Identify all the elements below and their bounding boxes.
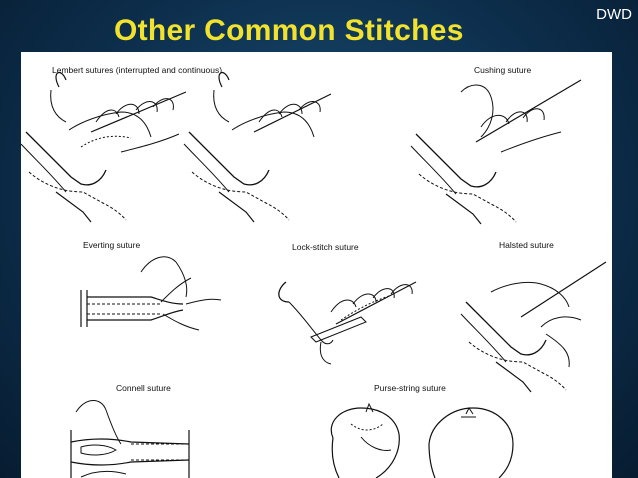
halsted-illustration (460, 261, 607, 393)
suture-illustrations (21, 71, 607, 478)
label-lock-stitch: Lock-stitch suture (292, 242, 359, 252)
label-connell: Connell suture (116, 383, 171, 393)
lock-stitch-illustration (278, 281, 417, 365)
purse-string-illustration (330, 402, 514, 478)
label-cushing: Cushing suture (474, 65, 532, 75)
cushing-illustration (410, 79, 582, 225)
label-lembert: Lembert sutures (interrupted and continu… (52, 65, 223, 75)
lembert-continuous-illustration (183, 71, 332, 223)
author-tag: DWD (596, 6, 632, 23)
label-purse-string: Purse-string suture (374, 383, 446, 393)
label-halsted: Halsted suture (499, 240, 554, 250)
label-everting: Everting suture (83, 240, 141, 250)
connell-illustration (70, 400, 190, 478)
everting-illustration (80, 256, 222, 331)
figure-panel: Lembert sutures (interrupted and continu… (21, 52, 612, 478)
lembert-interrupted-illustration (21, 71, 187, 223)
slide-title: Other Common Stitches (114, 14, 464, 47)
